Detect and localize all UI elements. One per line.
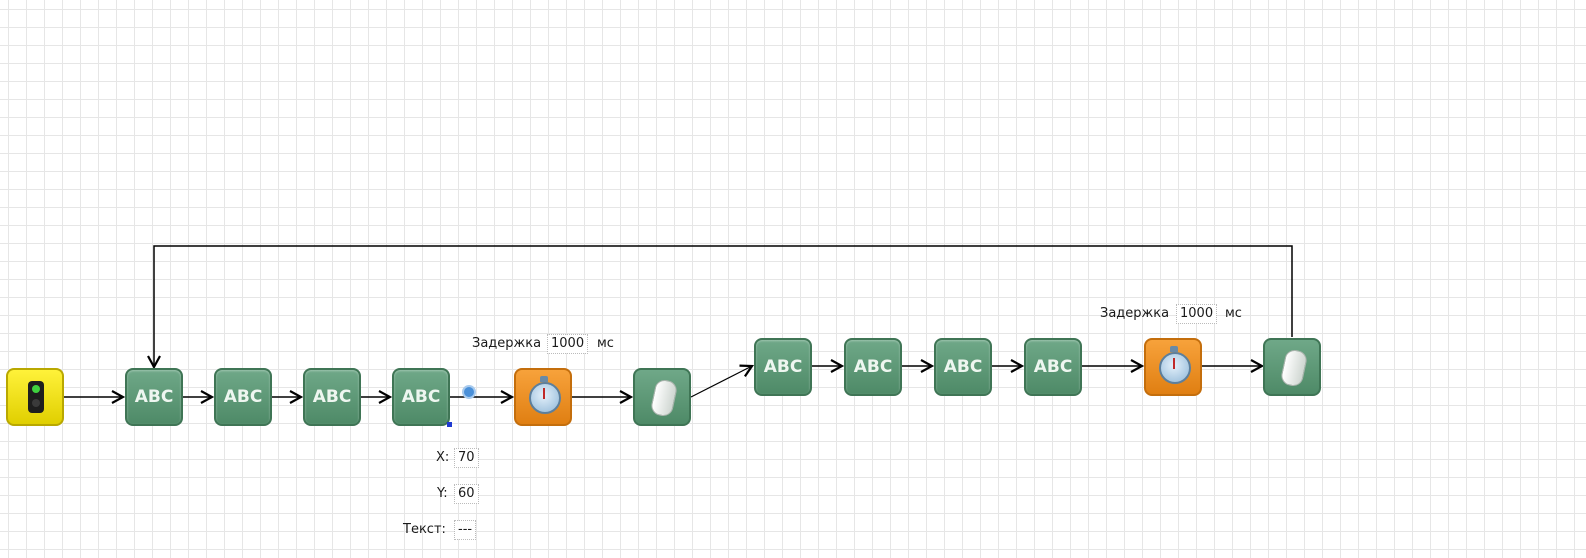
text-block[interactable]: ABC <box>1024 338 1082 396</box>
text-block-label: ABC <box>943 357 983 377</box>
text-block[interactable]: ABC <box>754 338 812 396</box>
mouse-icon <box>649 378 679 418</box>
off-light <box>32 399 40 407</box>
mouse-click-block[interactable] <box>633 368 691 426</box>
text-field[interactable]: --- <box>453 520 477 540</box>
text-block[interactable]: ABC <box>125 368 183 426</box>
text-block[interactable]: ABC <box>303 368 361 426</box>
stopwatch-crown <box>540 376 548 382</box>
delay-unit: мс <box>1225 306 1242 321</box>
mouse-icon <box>1279 348 1309 388</box>
stopwatch-icon <box>529 382 561 414</box>
text-block-label: ABC <box>763 357 803 377</box>
x-label: X: <box>436 450 450 465</box>
text-label: Текст: <box>403 522 446 537</box>
text-block-label: ABC <box>134 387 174 407</box>
text-block[interactable]: ABC <box>844 338 902 396</box>
delay-value-field[interactable]: 1000 <box>1175 304 1218 324</box>
green-light <box>32 385 40 393</box>
resize-handle[interactable] <box>447 422 452 427</box>
text-block-label: ABC <box>1033 357 1073 377</box>
text-block-label: ABC <box>853 357 893 377</box>
output-port[interactable] <box>462 385 476 399</box>
delay-value-field[interactable]: 1000 <box>546 334 589 354</box>
delay-label: Задержка <box>1100 306 1170 321</box>
delay-label: Задержка <box>472 336 542 351</box>
stopwatch-icon <box>1159 352 1191 384</box>
text-block-label: ABC <box>312 387 352 407</box>
stopwatch-hand <box>1173 358 1175 369</box>
delay-block[interactable] <box>1144 338 1202 396</box>
wire-mouse1-abc5 <box>690 366 752 398</box>
stopwatch-crown <box>1170 346 1178 352</box>
y-field[interactable]: 60 <box>454 484 479 504</box>
text-block-label: ABC <box>223 387 263 407</box>
mouse-click-block[interactable] <box>1263 338 1321 396</box>
text-block-selected[interactable]: ABC <box>392 368 450 426</box>
text-block[interactable]: ABC <box>214 368 272 426</box>
start-block[interactable] <box>6 368 64 426</box>
text-block[interactable]: ABC <box>934 338 992 396</box>
stopwatch-hand <box>543 388 545 399</box>
delay-unit: мс <box>597 336 614 351</box>
delay-block[interactable] <box>514 368 572 426</box>
y-label: Y: <box>437 486 448 501</box>
text-block-label: ABC <box>401 387 441 407</box>
x-field[interactable]: 70 <box>454 448 479 468</box>
